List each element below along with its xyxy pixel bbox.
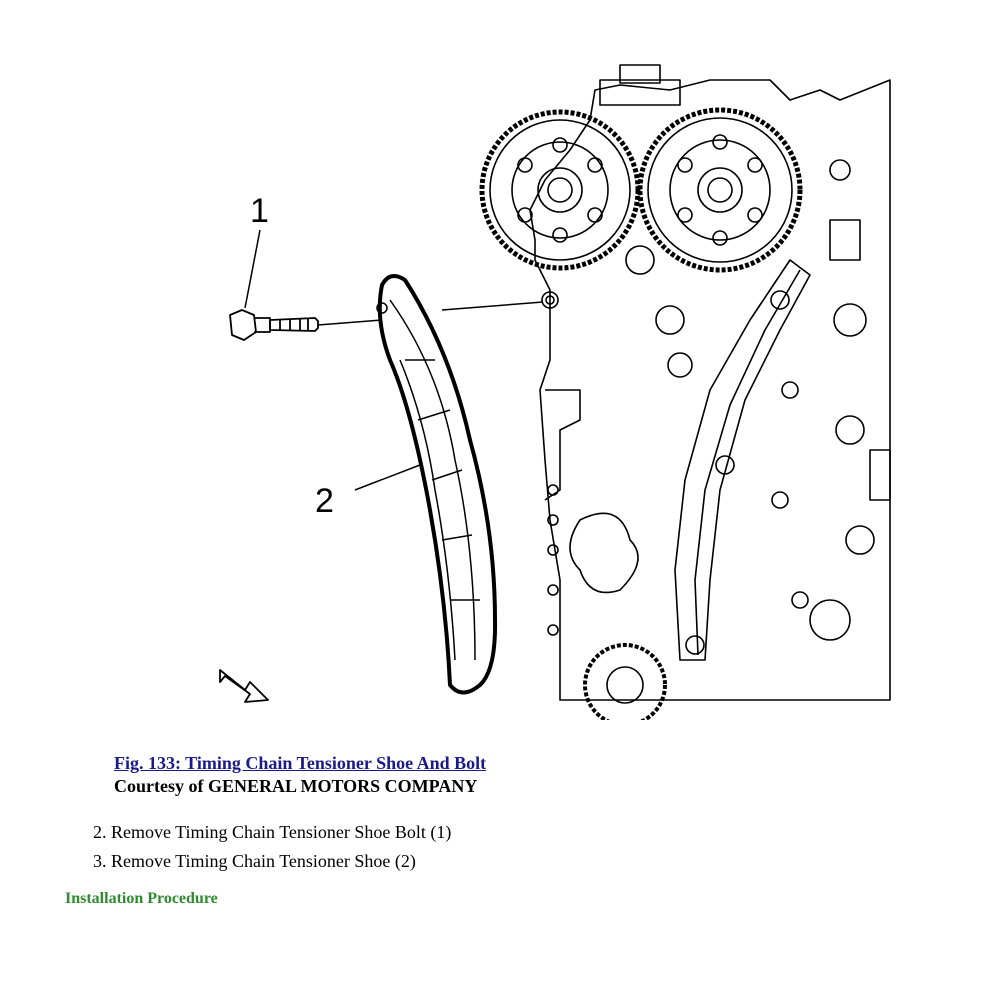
callout-1: 1 (250, 192, 269, 230)
tensioner-shoe (376, 274, 498, 695)
procedure-step: 3. Remove Timing Chain Tensioner Shoe (2… (93, 851, 416, 871)
figure-title-link[interactable]: Fig. 133: Timing Chain Tensioner Shoe An… (114, 753, 487, 773)
view-direction-arrow (219, 669, 269, 703)
bolt-hole (541, 291, 559, 309)
left-cam-sprocket (479, 109, 641, 271)
chain-guide (674, 259, 811, 661)
tensioner-bolt (229, 309, 319, 341)
section-heading: Installation Procedure (65, 890, 218, 907)
figure-courtesy: Courtesy of GENERAL MOTORS COMPANY (114, 776, 478, 796)
timing-chain-illustration: 1 2 (150, 60, 910, 727)
leader-line-1 (244, 229, 261, 309)
leader-line-2 (354, 464, 421, 491)
figure-caption: Fig. 133: Timing Chain Tensioner Shoe An… (114, 752, 486, 798)
right-cam-sprocket (637, 107, 803, 273)
crank-sprocket (583, 643, 667, 727)
procedure-steps: 2. Remove Timing Chain Tensioner Shoe Bo… (93, 818, 451, 876)
procedure-step: 2. Remove Timing Chain Tensioner Shoe Bo… (93, 822, 452, 842)
callout-2: 2 (315, 482, 334, 520)
